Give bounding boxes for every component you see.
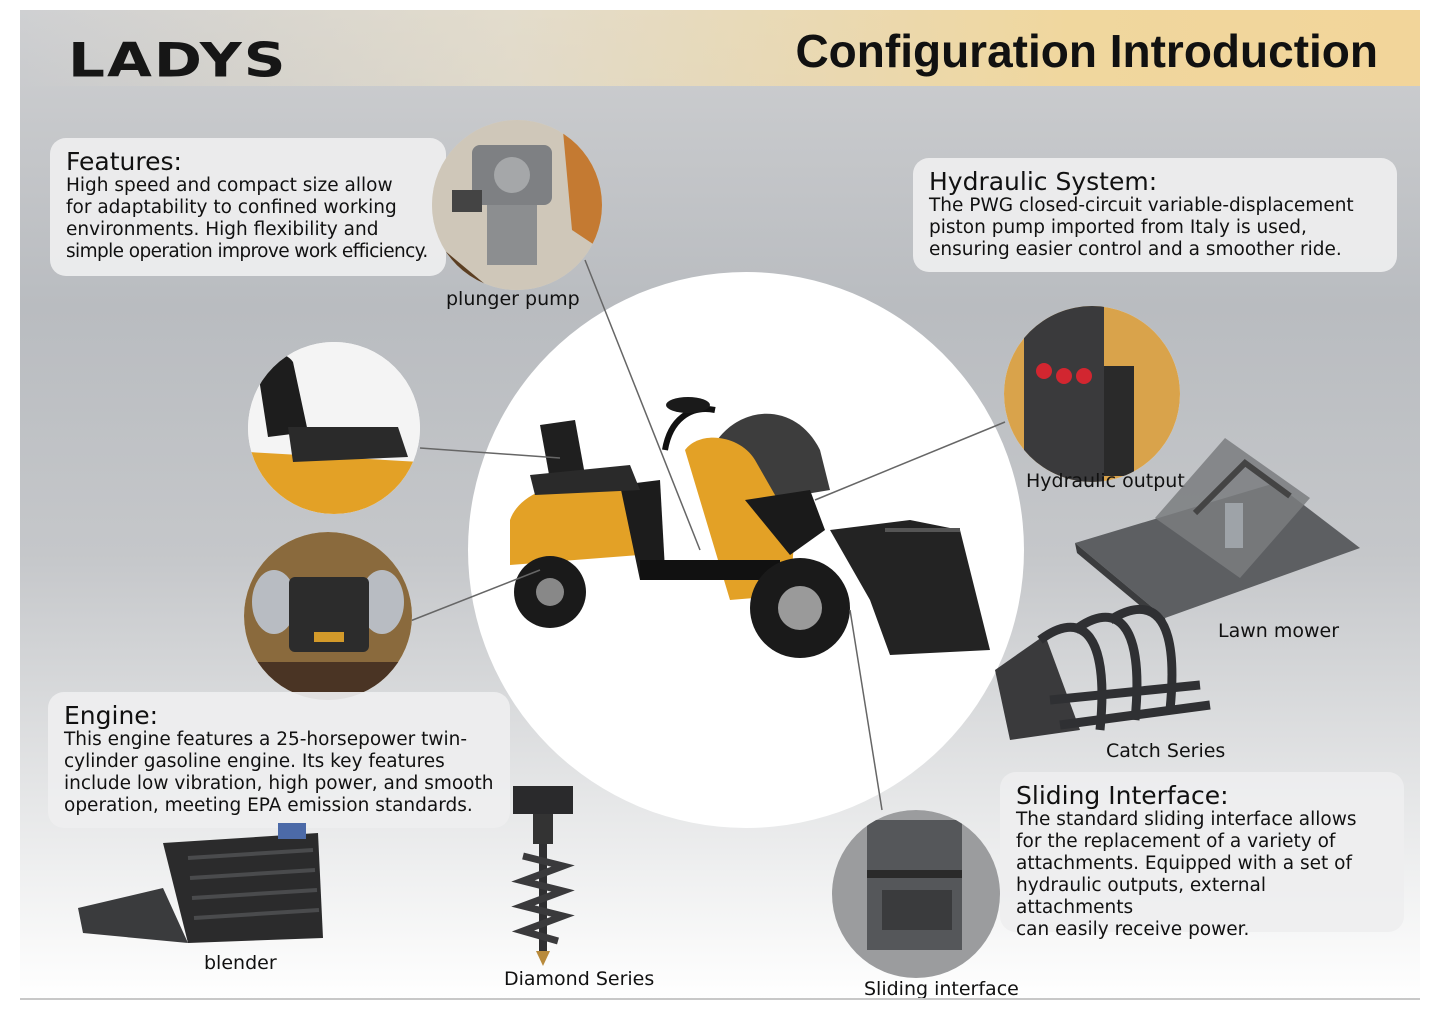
plunger-pump-icon	[432, 120, 602, 290]
features-line: simple operation improve work efficiency…	[66, 241, 428, 262]
sliding-interface-photo	[832, 810, 1000, 978]
lawn-mower-image	[1075, 438, 1360, 628]
hydraulic-output-icon	[1004, 306, 1180, 482]
plunger-pump-photo	[432, 120, 602, 290]
engine-icon	[244, 532, 412, 700]
engine-heading: Engine:	[64, 701, 159, 730]
catch-series-label: Catch Series	[1106, 740, 1226, 762]
sliding-interface-icon	[832, 810, 1000, 978]
hydraulic-heading: Hydraulic System:	[929, 167, 1158, 196]
engine-line: This engine features a 25-horsepower twi…	[64, 729, 468, 750]
blender-label: blender	[204, 952, 277, 974]
page-title: Configuration Introduction	[795, 25, 1378, 77]
features-line: environments. High flexibility and	[66, 219, 379, 240]
hydraulic-output-label: Hydraulic output	[1026, 470, 1185, 492]
features-line: for adaptability to confined working	[66, 197, 397, 218]
hydraulic-line: The PWG closed-circuit variable-displace…	[929, 195, 1354, 216]
hydraulic-line: piston pump imported from Italy is used,	[929, 217, 1307, 238]
sliding-line: hydraulic outputs, external attachments	[1016, 875, 1266, 918]
hydraulic-system-card: Hydraulic System: The PWG closed-circuit…	[913, 158, 1397, 272]
seat-photo	[248, 342, 420, 514]
sliding-line: can easily receive power.	[1016, 919, 1250, 940]
header-band	[20, 10, 1420, 86]
diamond-series-label: Diamond Series	[504, 968, 655, 990]
brochure-sheet: LADYS Configuration Introduction Feature…	[20, 10, 1420, 1000]
sliding-heading: Sliding Interface:	[1016, 781, 1229, 810]
engine-card: Engine: This engine features a 25-horsep…	[48, 692, 510, 828]
sliding-line: attachments. Equipped with a set of	[1016, 853, 1352, 874]
seat-icon	[248, 342, 420, 514]
features-card: Features: High speed and compact size al…	[50, 138, 446, 276]
mini-loader-image	[510, 397, 990, 658]
catch-series-image	[995, 604, 1211, 740]
hydraulic-line: ensuring easier control and a smoother r…	[929, 239, 1342, 260]
bottom-rule	[20, 998, 1420, 1000]
hydraulic-output-photo	[1004, 306, 1180, 482]
engine-line: cylinder gasoline engine. Its key featur…	[64, 751, 445, 772]
engine-photo	[244, 532, 412, 700]
sliding-interface-label: Sliding interface	[864, 978, 1019, 1000]
features-heading: Features:	[66, 147, 182, 176]
lawn-mower-label: Lawn mower	[1218, 620, 1340, 642]
features-line: High speed and compact size allow	[66, 175, 393, 196]
engine-line: include low vibration, high power, and s…	[64, 773, 494, 794]
engine-line: operation, meeting EPA emission standard…	[64, 795, 473, 816]
sliding-interface-card: Sliding Interface: The standard sliding …	[1000, 772, 1404, 940]
brand-logo: LADYS	[68, 32, 288, 88]
sliding-line: for the replacement of a variety of	[1016, 831, 1336, 852]
connector-lines	[399, 259, 1006, 811]
blender-image	[78, 823, 323, 943]
plunger-pump-label: plunger pump	[446, 288, 580, 310]
diamond-series-image	[511, 786, 575, 966]
sliding-line: The standard sliding interface allows	[1016, 809, 1357, 830]
